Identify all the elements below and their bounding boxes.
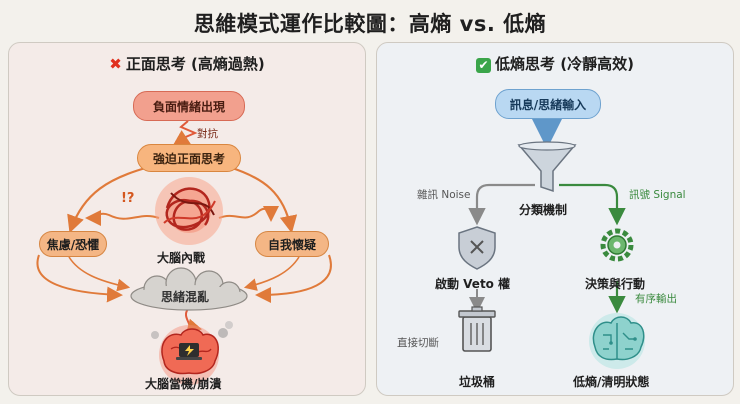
page-title: 思維模式運作比較圖：高熵 vs. 低熵	[193, 12, 547, 36]
veto-label: 啟動 Veto 權	[435, 277, 511, 291]
funnel-icon	[517, 141, 577, 193]
right-panel: ✔低熵思考 (冷靜高效)	[376, 42, 734, 396]
brain-war-label: 大腦內戰	[157, 251, 206, 265]
gear-icon	[600, 228, 634, 262]
right-panel-title: ✔低熵思考 (冷靜高效)	[377, 53, 733, 74]
shield-icon	[458, 226, 496, 270]
force-positive-node: 強迫正面思考	[137, 144, 241, 172]
noise-label: 雜訊 Noise	[417, 189, 471, 201]
trash-label: 垃圾桶	[459, 375, 496, 389]
confusion-marks: !?	[121, 191, 135, 206]
crashing-brain-icon	[151, 321, 233, 385]
left-connectors	[36, 120, 332, 385]
left-panel-title: ✖正面思考 (高熵過熱)	[109, 55, 265, 73]
chaos-label: 思緒混亂	[161, 290, 210, 304]
action-label: 決策與行動	[585, 277, 646, 291]
resist-label: 對抗	[197, 128, 218, 140]
input-node: 訊息/思緒輸入	[495, 89, 601, 119]
left-panel: ✖正面思考 (高熵過熱)	[8, 42, 366, 396]
clear-brain-icon	[589, 313, 645, 369]
anxiety-node: 焦慮/恐懼	[39, 231, 107, 257]
self-doubt-node: 自我懷疑	[255, 231, 329, 257]
negative-emotion-node: 負面情緒出現	[133, 91, 245, 121]
tangled-knot-icon	[155, 177, 223, 245]
ordered-output-label: 有序輸出	[635, 293, 677, 305]
trash-can-icon	[458, 306, 496, 352]
check-mark-icon: ✔	[476, 58, 492, 73]
filter-label: 分類機制	[519, 203, 568, 217]
cut-off-label: 直接切斷	[397, 337, 439, 349]
right-connectors	[458, 109, 645, 369]
cross-mark-icon: ✖	[109, 55, 122, 73]
brain-crash-label: 大腦當機/崩潰	[145, 377, 222, 391]
clear-state-label: 低熵/清明狀態	[573, 375, 650, 389]
signal-label: 訊號 Signal	[629, 189, 686, 201]
chaos-cloud-icon	[130, 267, 248, 311]
